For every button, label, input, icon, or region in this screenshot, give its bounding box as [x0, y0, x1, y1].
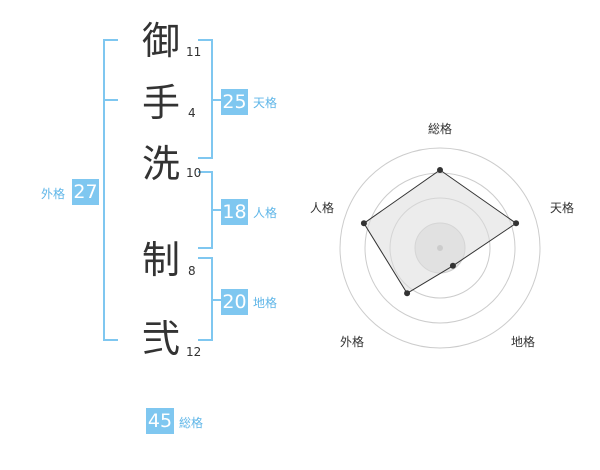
stroke-count-5: 12: [186, 345, 202, 359]
radar-ring-4: [339, 147, 541, 349]
name-char-4: 制: [142, 238, 181, 282]
stroke-count-3: 10: [186, 166, 202, 180]
soukaku-value: 45: [146, 408, 174, 434]
name-char-3: 洗: [142, 142, 181, 186]
radar-point-3: [449, 262, 456, 269]
soukaku-label: 総格: [179, 416, 204, 430]
radar-point-1: [437, 167, 443, 173]
name-char-5: 弐: [142, 317, 181, 361]
radar-point-2: [513, 220, 520, 227]
stroke-count-2: 4: [188, 106, 196, 120]
gaikaku-bracket: [103, 39, 118, 341]
radar-polygon: [363, 169, 517, 294]
radar-axis-label-jinkaku: 人格: [310, 201, 335, 215]
tenkaku-label: 天格: [253, 96, 278, 110]
tenkaku-value: 25: [221, 89, 248, 115]
name-char-1: 御: [142, 19, 181, 63]
chikaku-label: 地格: [253, 296, 278, 310]
jinkaku-value: 18: [221, 199, 248, 225]
gaikaku-label: 外格: [41, 187, 66, 201]
stroke-count-1: 11: [186, 45, 202, 59]
radar-axis-label-chikaku: 地格: [511, 335, 536, 349]
stroke-count-4: 8: [188, 264, 196, 278]
jinkaku-label: 人格: [253, 206, 278, 220]
radar-point-4: [404, 290, 411, 297]
gaikaku-value: 27: [72, 179, 99, 205]
radar-axis-label-tenkaku: 天格: [550, 201, 575, 215]
radar-axis-label-soukaku: 総格: [428, 122, 453, 136]
radar-center: [437, 245, 443, 251]
radar-axis-label-gaikaku: 外格: [340, 335, 365, 349]
chikaku-value: 20: [221, 289, 248, 315]
name-char-2: 手: [142, 81, 181, 125]
radar-point-5: [360, 220, 367, 227]
